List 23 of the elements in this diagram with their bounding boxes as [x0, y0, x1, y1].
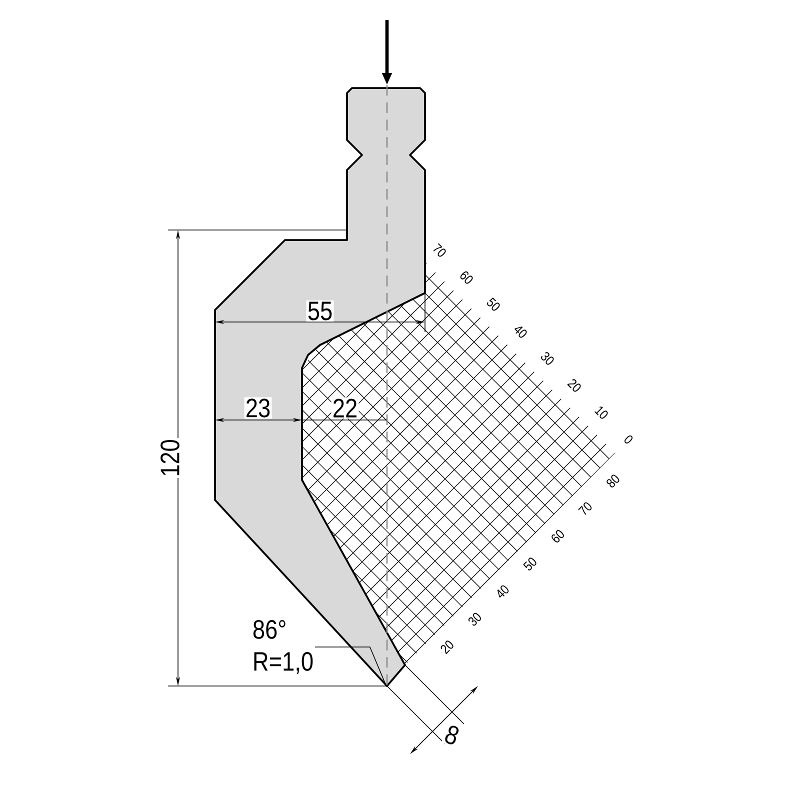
dimension-value: 120 — [159, 438, 181, 478]
scale-number: 30 — [465, 610, 484, 629]
scale-number: 50 — [484, 294, 504, 314]
scale-number: 20 — [438, 637, 457, 656]
scale-number: 80 — [603, 471, 623, 491]
scale-number: 20 — [564, 376, 584, 396]
leader-line — [314, 646, 386, 684]
dimension-value: 22 — [331, 397, 359, 419]
dimension-value: 8 — [441, 722, 463, 748]
angle-radius-label: 86° R=1,0 — [253, 620, 313, 674]
dimension-value: 55 — [306, 300, 334, 322]
scale-number: 30 — [538, 348, 558, 368]
scale-number: 10 — [592, 402, 612, 422]
scale-number: 70 — [430, 240, 450, 260]
scale-number: 50 — [520, 554, 540, 574]
punch-tool-drawing — [214, 87, 426, 687]
scale-number: 0 — [621, 432, 636, 447]
scale-number: 70 — [576, 499, 595, 518]
scale-number: 40 — [492, 582, 512, 602]
scale-number: 60 — [456, 268, 476, 288]
scale-number: 40 — [510, 322, 530, 342]
scale-number: 60 — [548, 526, 568, 546]
dimension-value: 23 — [244, 397, 272, 419]
